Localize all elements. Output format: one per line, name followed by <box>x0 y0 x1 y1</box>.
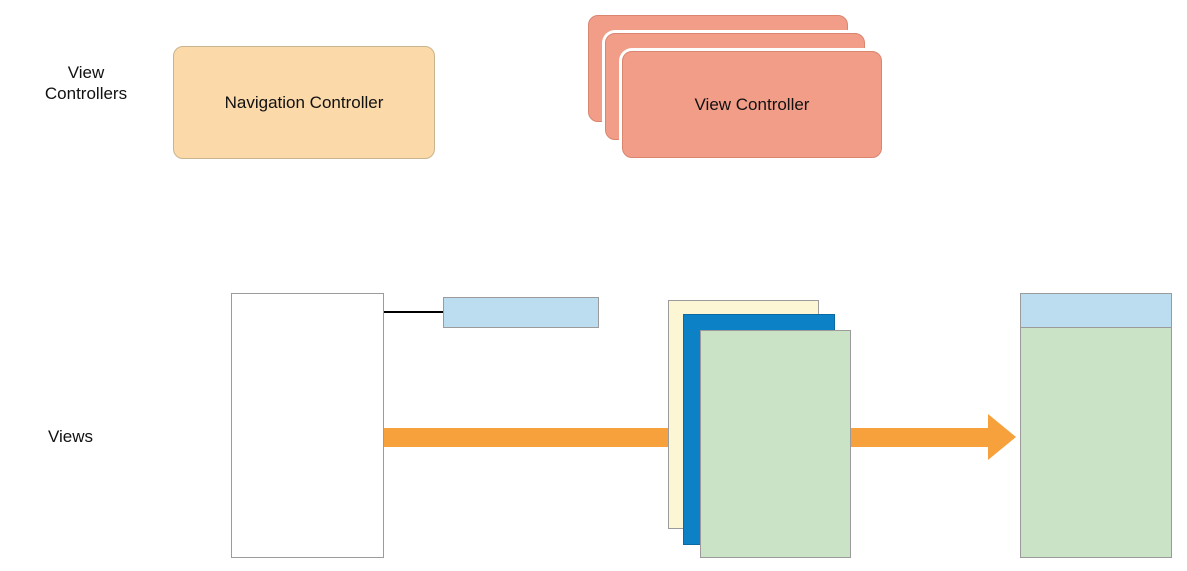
view-controllers-row-label: View Controllers <box>44 63 128 103</box>
views-row-label: Views <box>48 427 94 446</box>
navigation-controller-label: Navigation Controller <box>224 92 384 112</box>
composed-view-navbar <box>1021 294 1171 328</box>
composed-view <box>1020 293 1172 558</box>
composed-view-content <box>1021 328 1171 557</box>
navigation-controller-view <box>231 293 384 558</box>
navigation-bar-view <box>443 297 599 328</box>
content-view-front <box>700 330 851 558</box>
navigation-controller-box: Navigation Controller <box>173 46 435 159</box>
connector-line <box>384 311 444 313</box>
flow-arrow-head <box>988 414 1016 460</box>
view-controller-card-front: View Controller <box>622 51 882 158</box>
view-controller-label: View Controller <box>694 94 810 114</box>
